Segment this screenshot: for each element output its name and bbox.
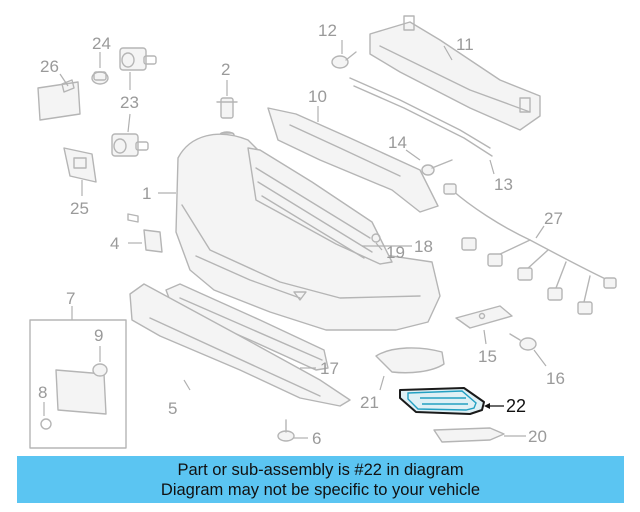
callout-20: 20 xyxy=(528,427,547,446)
part-23-sensor: 23 xyxy=(111,47,157,157)
part-16-bolt: 16 xyxy=(509,333,565,388)
callout-27: 27 xyxy=(544,209,563,228)
part-11-reinforcement: 11 xyxy=(369,15,541,131)
part-4-bracket: 4 xyxy=(110,213,163,253)
part-9-clip: 9 xyxy=(92,326,108,377)
callout-12: 12 xyxy=(318,21,337,40)
callout-17: 17 xyxy=(320,359,339,378)
parts-diagram: 26 24 23 25 2 3 xyxy=(29,15,617,449)
banner-line-1: Part or sub-assembly is #22 in diagram xyxy=(177,460,464,479)
part-25-sensor-bracket: 25 xyxy=(63,147,97,218)
part-5-valance: 5 xyxy=(129,283,351,418)
callout-18: 18 xyxy=(414,237,433,256)
callout-6: 6 xyxy=(312,429,321,448)
part-26-bracket: 26 xyxy=(37,57,81,121)
part-6-screw: 6 xyxy=(277,419,321,448)
callout-26: 26 xyxy=(40,57,59,76)
callout-14: 14 xyxy=(388,133,407,152)
callout-4: 4 xyxy=(110,234,119,253)
callout-13: 13 xyxy=(494,175,513,194)
part-8-license-bracket: 8 xyxy=(38,369,107,430)
callout-7: 7 xyxy=(66,289,75,308)
callout-9: 9 xyxy=(94,326,103,345)
callout-22: 22 xyxy=(506,396,526,416)
callout-21: 21 xyxy=(360,393,379,412)
callout-24: 24 xyxy=(92,34,111,53)
part-14-screw: 14 xyxy=(388,133,453,176)
callout-5: 5 xyxy=(168,399,177,418)
callout-8: 8 xyxy=(38,383,47,402)
callout-23: 23 xyxy=(120,93,139,112)
part-18-grille: 18 xyxy=(247,147,433,265)
part-1-bumper-cover: 1 xyxy=(142,133,441,331)
callout-2: 2 xyxy=(221,60,230,79)
callout-10: 10 xyxy=(308,87,327,106)
part-19-emblem: 19 xyxy=(371,233,405,262)
callout-16: 16 xyxy=(546,369,565,388)
callout-19: 19 xyxy=(386,243,405,262)
part-24-clip: 24 xyxy=(91,34,111,85)
part-12-bolt: 12 xyxy=(318,21,357,69)
part-21-fog-cover: 21 xyxy=(360,347,445,412)
part-7-group: 7 xyxy=(29,289,127,449)
callout-15: 15 xyxy=(478,347,497,366)
info-banner: Part or sub-assembly is #22 in diagram D… xyxy=(17,456,624,503)
part-27-harness: 27 xyxy=(443,183,617,315)
callout-25: 25 xyxy=(70,199,89,218)
part-22-highlighted[interactable]: 22 xyxy=(399,387,526,416)
part-13-rail: 13 xyxy=(349,77,513,194)
part-15-cover: 15 xyxy=(455,305,513,366)
part-10-absorber: 10 xyxy=(267,87,439,213)
callout-11: 11 xyxy=(456,35,474,54)
part-20-trim: 20 xyxy=(433,427,547,446)
part-2-push-pin: 2 xyxy=(216,60,238,119)
callout-1: 1 xyxy=(142,184,151,203)
banner-line-2: Diagram may not be specific to your vehi… xyxy=(160,480,481,499)
